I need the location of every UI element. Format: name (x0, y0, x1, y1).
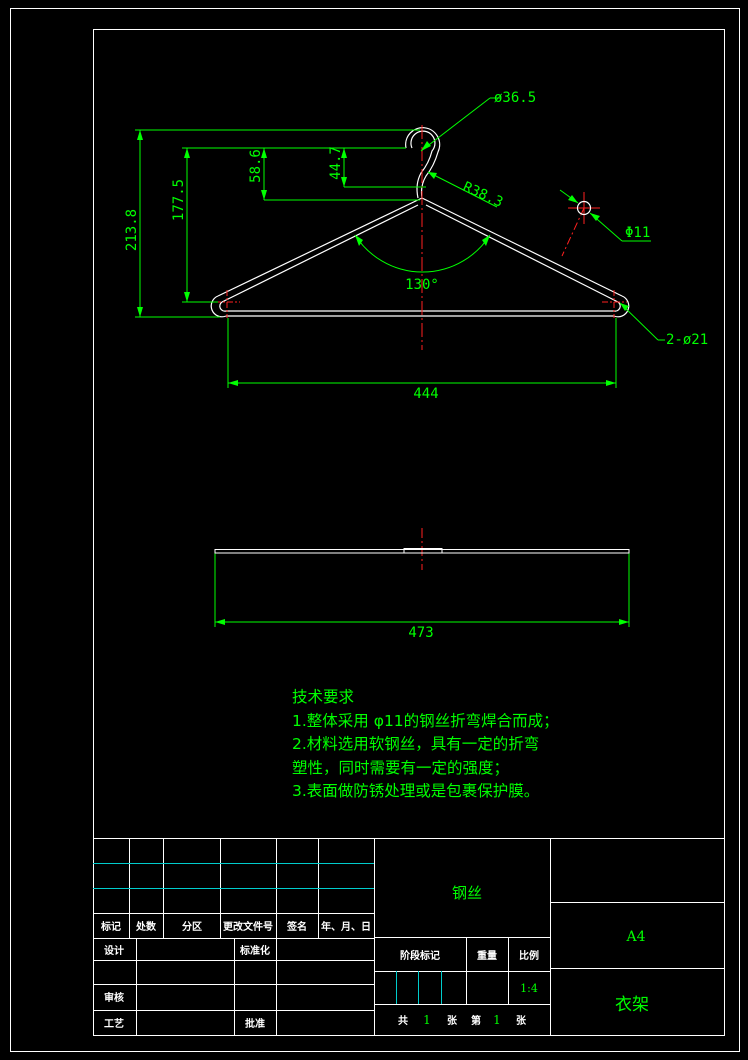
tb-change-doc: 更改文件号 (223, 920, 273, 933)
title-block (93, 838, 724, 1035)
notes-title: 技术要求 (292, 688, 355, 706)
tb-paper-size: A4 (625, 929, 645, 945)
dim-58-6: 58.6 (248, 149, 264, 183)
tb-review: 审核 (104, 991, 124, 1004)
tb-signature: 签名 (286, 920, 307, 933)
notes-line-4: 3.表面做防锈处理或是包裹保护膜。 (292, 782, 540, 800)
notes-line-2: 2.材料选用软钢丝，具有一定的折弯 (292, 735, 540, 753)
dim-wire-dia: Φ11 (625, 225, 650, 241)
tb-part-name: 衣架 (615, 995, 649, 1015)
dim-angle: 130° (405, 277, 439, 293)
dim-width-front: 444 (413, 386, 438, 402)
tb-date: 年、月、日 (321, 920, 371, 933)
tb-sheet-no: 第 (471, 1014, 481, 1027)
dim-shoulder-height: 177.5 (171, 179, 187, 221)
dim-end-dia: 2-ø21 (666, 332, 708, 348)
dimension-lines (135, 97, 665, 627)
tb-weight: 重量 (477, 949, 497, 962)
tb-total: 共 (398, 1014, 408, 1027)
arrowheads (137, 130, 629, 625)
notes-line-3: 塑性，同时需要有一定的强度； (292, 758, 510, 777)
dim-hook-dia: ø36.5 (494, 90, 536, 106)
tb-material: 钢丝 (452, 884, 482, 902)
hanger-top-view (214, 548, 630, 554)
dim-44-7: 44.7 (328, 146, 344, 180)
tb-mark: 标记 (100, 920, 121, 933)
tb-stage-mark: 阶段标记 (400, 949, 440, 962)
dim-bend-radius: R38.3 (460, 179, 505, 211)
tb-approve: 批准 (245, 1017, 265, 1030)
tb-sheet-n: 1 (493, 1013, 501, 1027)
tb-zone: 分区 (182, 920, 202, 933)
notes-line-1: 1.整体采用 φ11的钢丝折弯焊合而成； (292, 711, 559, 730)
tb-scale: 1:4 (520, 982, 538, 995)
outer-border (10, 8, 740, 1052)
dim-width-top: 473 (408, 625, 433, 641)
inner-frame (93, 29, 725, 1036)
tb-total-n: 1 (423, 1013, 431, 1027)
wire-section-circle (576, 200, 592, 216)
tb-design: 设计 (104, 944, 124, 957)
hanger-front-view (210, 127, 630, 318)
tb-standardize: 标准化 (239, 944, 270, 957)
tb-sheets2: 张 (516, 1014, 527, 1027)
tb-process: 工艺 (104, 1017, 124, 1030)
tb-count: 处数 (135, 920, 157, 933)
technical-requirements: 技术要求 1.整体采用 φ11的钢丝折弯焊合而成； 2.材料选用软钢丝，具有一定… (292, 686, 559, 804)
tb-ratio: 比例 (519, 949, 539, 962)
tb-sheets: 张 (447, 1014, 458, 1027)
dim-overall-height: 213.8 (124, 209, 140, 251)
